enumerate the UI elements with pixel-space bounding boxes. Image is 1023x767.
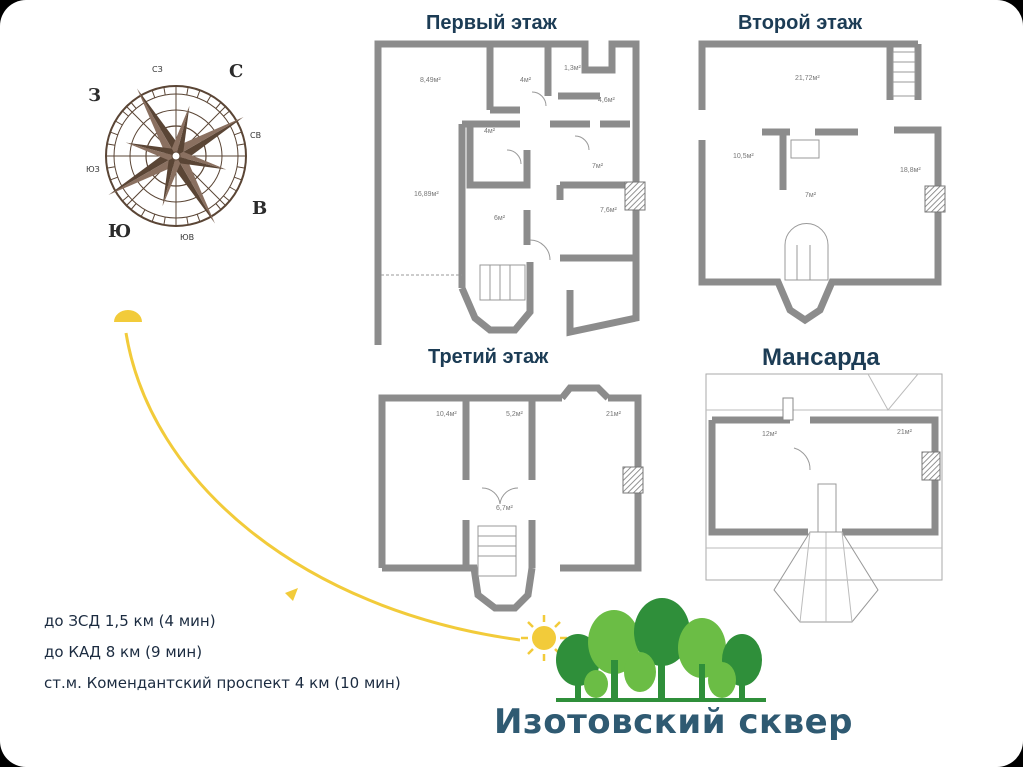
compass-south-label: Ю [108, 221, 131, 242]
third-floor-title: Третий этаж [428, 346, 549, 368]
room-area-label: 18,8м² [900, 167, 921, 174]
sun-icon [521, 615, 567, 661]
second-floor-title: Второй этаж [738, 12, 863, 34]
room-area-label: 21м² [897, 429, 913, 436]
compass-sw-label: ЮЗ [86, 165, 100, 174]
room-area-label: 6,7м² [496, 505, 514, 512]
room-area-label: 7м² [592, 163, 604, 170]
second-floor-stairs [784, 51, 916, 281]
room-area-label: 4м² [484, 128, 496, 135]
compass-north-label: С [229, 61, 243, 82]
room-area-label: 1,3м² [564, 65, 582, 72]
first-floor-stairs [479, 264, 526, 301]
room-area-label: 16,89м² [414, 191, 439, 198]
park-name: Изотовский сквер [494, 702, 854, 742]
compass-east-label: В [252, 198, 267, 219]
room-area-label: 4м² [520, 77, 532, 84]
park-trees-icon [556, 598, 766, 702]
first-floor-title: Первый этаж [426, 12, 557, 34]
room-area-label: 10,5м² [733, 153, 754, 160]
room-area-label: 12м² [762, 431, 778, 438]
compass-rose-icon [105, 85, 247, 227]
room-area-label: 7м² [805, 192, 817, 199]
sun-path [114, 310, 567, 661]
attic-title: Мансарда [762, 344, 880, 371]
arrow-icon [285, 588, 298, 601]
room-area-label: 21,72м² [795, 75, 820, 82]
room-area-label: 5,2м² [506, 411, 524, 418]
distance-metro: ст.м. Комендантский проспект 4 км (10 ми… [44, 674, 401, 692]
room-area-label: 4,6м² [598, 97, 616, 104]
sunset-icon [114, 310, 142, 322]
room-area-label: 7,6м² [600, 207, 618, 214]
compass-west-label: З [88, 85, 101, 106]
room-area-label: 8,49м² [420, 77, 441, 84]
compass-ne-label: СВ [250, 131, 261, 140]
compass-se-label: ЮВ [180, 233, 194, 242]
room-area-label: 21м² [606, 411, 622, 418]
first-floor-plan [374, 40, 640, 345]
distance-zsd: до ЗСД 1,5 км (4 мин) [44, 612, 216, 630]
compass-nw-label: СЗ [152, 65, 163, 74]
room-area-label: 10,4м² [436, 411, 457, 418]
attic-plan: 12м² 21м² [705, 373, 943, 623]
second-floor-plan [698, 40, 942, 325]
third-floor-plan [378, 384, 642, 612]
third-floor-stairs [477, 487, 519, 577]
room-area-label: 6м² [494, 215, 506, 222]
distance-kad: до КАД 8 км (9 мин) [44, 643, 203, 661]
